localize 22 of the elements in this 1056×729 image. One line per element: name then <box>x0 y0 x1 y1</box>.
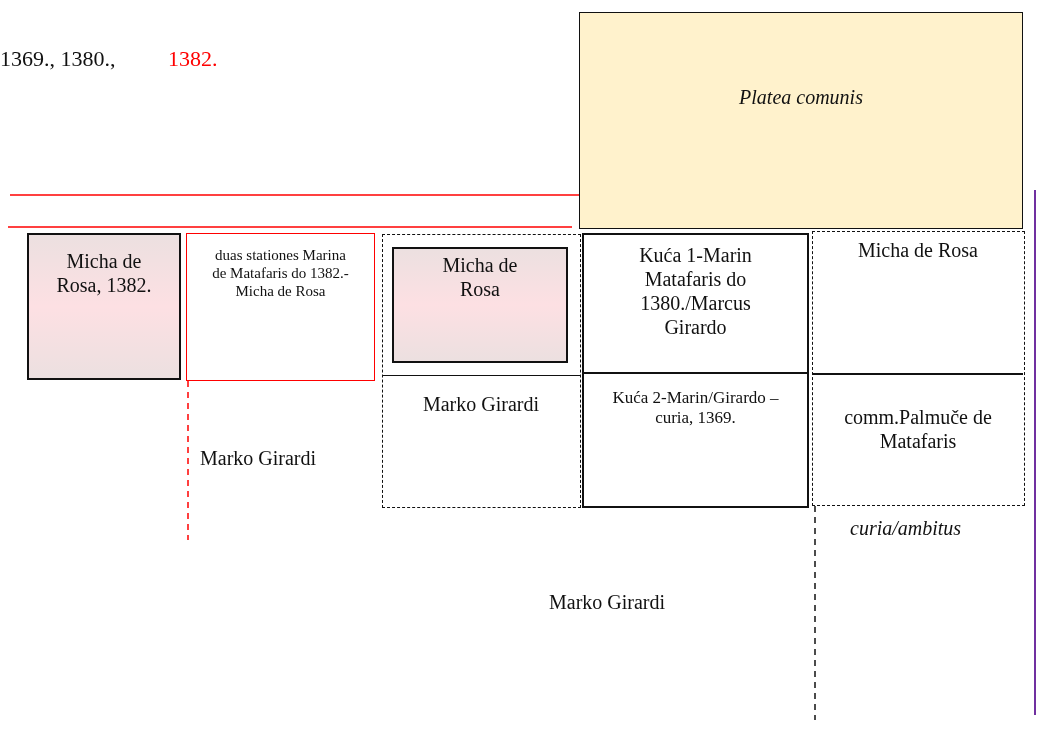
house-plot <box>392 247 568 363</box>
owner-text: Marko Girardi <box>549 590 666 614</box>
plot-outline <box>382 234 581 508</box>
house-plot <box>582 233 809 374</box>
owner-text: Marko Girardi <box>200 446 317 470</box>
area-name: curia/ambitus <box>850 516 962 540</box>
house-plot <box>186 233 375 381</box>
date-text: 1369., 1380., <box>0 46 116 73</box>
owner-text: Marko Girardi <box>421 392 541 416</box>
house-plot <box>27 233 181 380</box>
owner-text: Kuća 2-Marin/Girardo – curia, 1369. <box>611 388 780 429</box>
square-area <box>579 12 1023 229</box>
owner-text: Micha de Rosa, 1382. <box>55 249 153 297</box>
owner-text: comm.Palmuče de Matafaris <box>843 405 993 453</box>
area-name: Platea comunis <box>738 85 864 109</box>
owner-text: Micha de Rosa <box>441 253 519 301</box>
owner-text: Micha de Rosa <box>857 238 979 262</box>
owner-text: duas stationes Marina de Matafaris do 1382.- Micha de Rosa <box>211 246 350 300</box>
plot-outline <box>812 231 1025 506</box>
date-text: 1382. <box>168 46 218 73</box>
owner-text: Kuća 1-Marin Matafaris do 1380./Marcus Girardo <box>638 243 753 339</box>
house-plot <box>582 372 809 508</box>
